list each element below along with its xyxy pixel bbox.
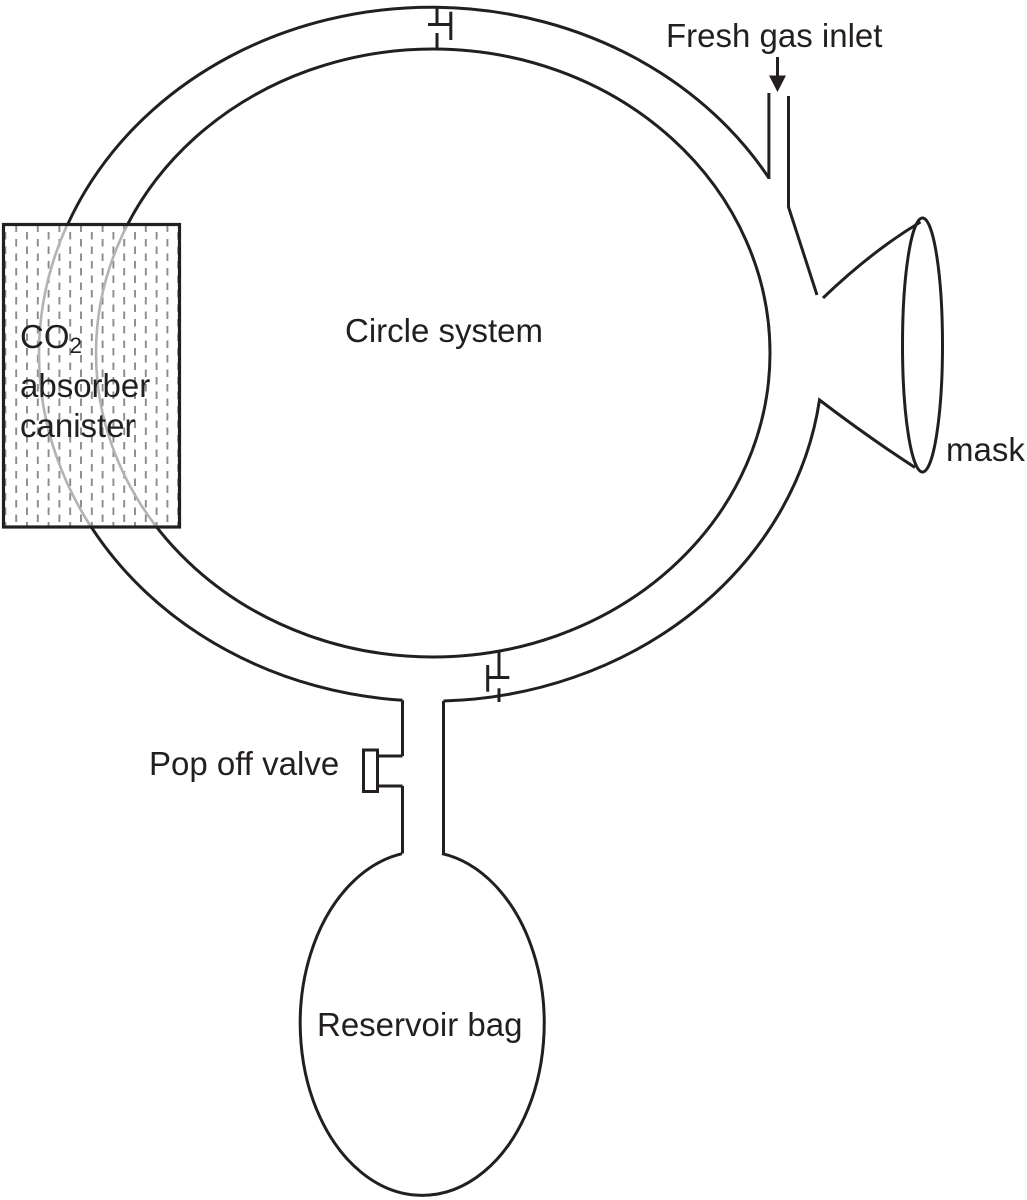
bag-tube xyxy=(377,700,445,854)
mask-cone-upper-edge xyxy=(821,220,922,300)
canister-label-line1: CO2 xyxy=(20,318,82,358)
ring-inner-arc-gray xyxy=(94,226,158,526)
pop-off-valve-label: Pop off valve xyxy=(149,745,340,782)
ring-outer-arc xyxy=(37,5,771,702)
ring-outer-arc-right xyxy=(443,397,916,703)
circle-system-label: Circle system xyxy=(345,312,544,349)
canister-label-line2: absorber xyxy=(20,366,151,404)
one-way-valve-bottom xyxy=(486,652,510,702)
reservoir-bag-label: Reservoir bag xyxy=(317,1006,523,1043)
ring-through-canister xyxy=(37,226,158,526)
fresh-gas-inlet-label: Fresh gas inlet xyxy=(666,17,883,54)
arrow-head xyxy=(769,75,786,92)
fresh-gas-arrow-icon xyxy=(769,57,786,92)
fresh-gas-inlet-right-wall xyxy=(787,96,819,296)
right-side-linework xyxy=(443,93,944,703)
co2-absorber-canister xyxy=(1,222,182,529)
reservoir-bag-shape xyxy=(298,852,546,1197)
mask-label: mask xyxy=(946,431,1025,468)
canister-label-line3: canister xyxy=(20,406,136,444)
co2-absorber-canister-label: CO2 absorber canister xyxy=(20,317,150,446)
canister-granule-fill xyxy=(3,224,180,527)
ring-inner-arc xyxy=(94,47,772,659)
bag-tube-left-wall xyxy=(377,700,404,854)
one-way-valve-top xyxy=(428,7,453,50)
ring-outer-arc-gray xyxy=(37,226,92,526)
mask-rim xyxy=(901,216,944,474)
pop-off-valve-body xyxy=(362,748,379,793)
canister-border xyxy=(1,222,182,529)
